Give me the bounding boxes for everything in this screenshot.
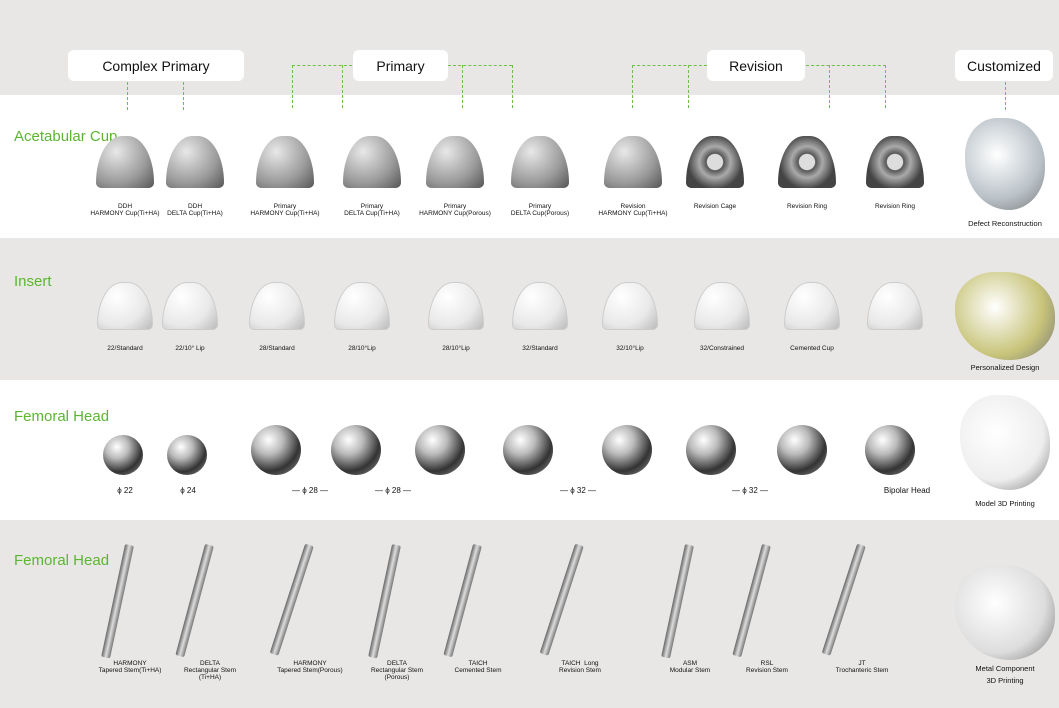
item-label: DELTA Rectangular Stem (Porous): [370, 660, 424, 681]
item-label: 28/10°Lip: [442, 345, 470, 352]
connector: [292, 65, 293, 108]
femoral-head-image: [415, 425, 465, 475]
item-label: TAICH Cemented Stem: [454, 660, 502, 674]
femoral-head-image: [503, 425, 553, 475]
item-label: — ϕ 28 —: [374, 486, 412, 495]
group-primary: Primary: [353, 50, 448, 81]
group-complex-primary: Complex Primary: [68, 50, 244, 81]
row-title-femoral-stem: Femoral Head: [14, 552, 110, 569]
item-label: DDH DELTA Cup(Ti+HA): [167, 203, 223, 217]
custom-label: Personalized Design: [970, 363, 1040, 372]
item-label: Revision Cage: [693, 203, 737, 210]
femoral-head-image: [865, 425, 915, 475]
row-title-femoral-head: Femoral Head: [14, 408, 110, 425]
connector: [632, 65, 633, 108]
custom-label: Model 3D Printing: [975, 499, 1035, 508]
item-label: — ϕ 28 —: [291, 486, 329, 495]
connector: [885, 65, 886, 108]
item-label: — ϕ 32 —: [559, 486, 597, 495]
custom-image: [955, 565, 1055, 660]
item-label: RSL Revision Stem: [746, 660, 788, 674]
custom-image: [955, 272, 1055, 360]
item-label: HARMONY Tapered Stem(Porous): [277, 660, 343, 674]
connector: [183, 82, 184, 110]
item-label: 28/10°Lip: [348, 345, 376, 352]
connector: [292, 65, 352, 66]
item-label: — ϕ 32 —: [731, 486, 769, 495]
femoral-head-image: [777, 425, 827, 475]
femoral-head-image: [602, 425, 652, 475]
connector: [462, 65, 463, 108]
item-label: Primary HARMONY Cup(Ti+HA): [250, 203, 320, 217]
connector: [688, 65, 689, 108]
custom-label: Metal Component 3D Printing: [975, 664, 1035, 685]
item-label: Revision HARMONY Cup(Ti+HA): [598, 203, 668, 217]
item-label: TAICH Long Revision Stem: [559, 660, 601, 674]
connector: [342, 65, 343, 108]
item-label: Cemented Cup: [790, 345, 834, 352]
row-title-acetabular-cup: Acetabular Cup: [14, 128, 118, 145]
item-label: 22/Standard: [107, 345, 143, 352]
femoral-head-image: [167, 435, 207, 475]
stem-band: [0, 520, 1059, 708]
group-customized: Customized: [955, 50, 1053, 81]
item-label: DELTA Rectangular Stem (Ti+HA): [183, 660, 237, 681]
item-label: ASM Modular Stem: [669, 660, 711, 674]
femoral-head-image: [686, 425, 736, 475]
custom-image: [960, 395, 1050, 490]
item-label: ϕ 24: [180, 486, 196, 495]
femoral-head-image: [251, 425, 301, 475]
custom-image: [965, 118, 1045, 210]
item-label: Primary DELTA Cup(Ti+HA): [344, 203, 400, 217]
item-label: Revision Ring: [874, 203, 916, 210]
item-label: 32/10°Lip: [616, 345, 644, 352]
connector: [127, 82, 128, 110]
connector: [829, 65, 830, 108]
custom-label: Defect Reconstruction: [968, 219, 1042, 228]
item-label: Bipolar Head: [883, 486, 931, 495]
item-label: DDH HARMONY Cup(Ti+HA): [90, 203, 160, 217]
connector: [512, 65, 513, 108]
row-title-insert: Insert: [14, 273, 52, 290]
item-label: Primary HARMONY Cup(Porous): [419, 203, 491, 217]
item-label: HARMONY Tapered Stem(Ti+HA): [98, 660, 162, 674]
item-label: JT Trochanteric Stem: [835, 660, 889, 674]
item-label: Revision Ring: [786, 203, 828, 210]
item-label: Primary DELTA Cup(Porous): [510, 203, 570, 217]
item-label: ϕ 22: [117, 486, 133, 495]
item-label: 32/Standard: [522, 345, 558, 352]
connector: [1005, 82, 1006, 110]
item-label: 32/Constrained: [699, 345, 745, 352]
item-label: 28/Standard: [259, 345, 295, 352]
femoral-head-image: [103, 435, 143, 475]
femoral-head-image: [331, 425, 381, 475]
connector: [632, 65, 707, 66]
connector: [448, 65, 512, 66]
item-label: 22/10° Lip: [175, 345, 205, 352]
connector: [806, 65, 886, 66]
group-revision: Revision: [707, 50, 805, 81]
